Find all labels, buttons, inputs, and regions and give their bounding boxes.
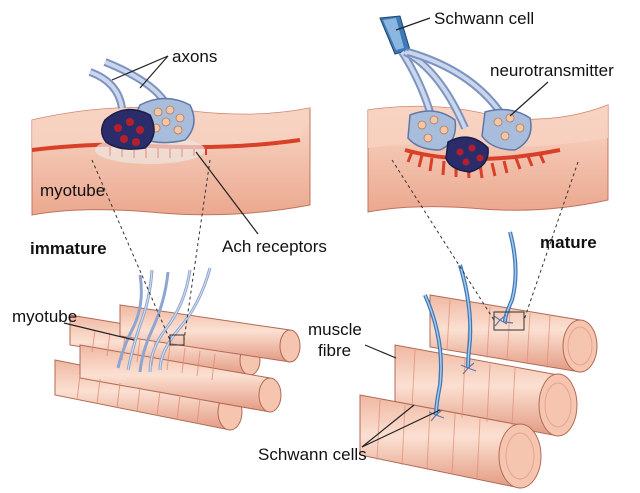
- label-fibre: fibre: [318, 341, 351, 360]
- mature-terminal-center: [445, 136, 489, 173]
- immature-myotube-bundle: [54, 267, 301, 431]
- label-ach-receptors: Ach receptors: [222, 237, 327, 256]
- mature-terminal-right: [481, 108, 532, 151]
- immature-junction-block: [31, 58, 311, 216]
- mature-junction-marker: [493, 311, 525, 331]
- label-muscle: muscle: [308, 320, 362, 339]
- axon-right: [103, 58, 169, 105]
- immature-terminal-left: [101, 108, 155, 150]
- fibre-cylinder-middle: [394, 344, 578, 437]
- mature-junctional-folds: [406, 151, 546, 179]
- mature-schwann-axons: [423, 231, 518, 416]
- myotube-cylinder-2: [119, 304, 301, 363]
- label-neurotransmitter: neurotransmitter: [490, 61, 614, 80]
- label-axons: axons: [172, 47, 217, 66]
- label-schwann-cell: Schwann cell: [434, 9, 534, 28]
- label-immature: immature: [30, 239, 107, 258]
- fibre-cylinder-front: [359, 394, 542, 489]
- leader-lines: [63, 17, 549, 448]
- mature-junction-block: [367, 15, 609, 213]
- label-schwann-cells: Schwann cells: [258, 445, 367, 464]
- label-myotube-bottom: myotube: [12, 307, 77, 326]
- mature-muscle-fibre-bundle: [359, 231, 598, 489]
- projection-lines: [91, 159, 579, 341]
- label-mature: mature: [540, 233, 597, 252]
- label-myotube-top: myotube: [40, 181, 105, 200]
